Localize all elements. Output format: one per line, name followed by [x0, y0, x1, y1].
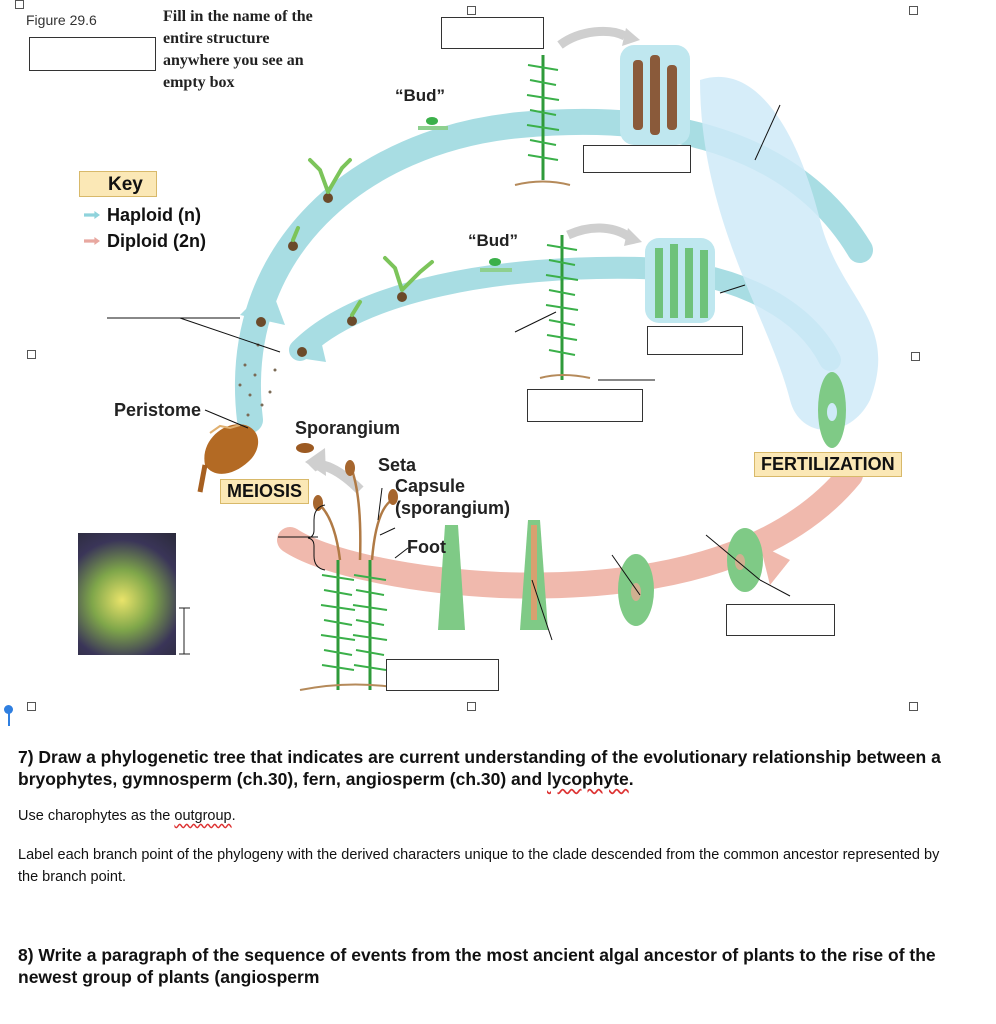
question-7-title: 7) Draw a phylogenetic tree that indicat… — [18, 746, 968, 790]
text-cursor-line — [8, 712, 10, 726]
capsule-sub-label: (sporangium) — [395, 498, 510, 518]
peristome-photo — [78, 533, 176, 655]
question-7-instruction: Label each branch point of the phylogeny… — [18, 847, 940, 885]
bud-label-top: “Bud” — [395, 86, 446, 105]
selection-handle[interactable] — [909, 6, 918, 15]
diploid-arrow-icon — [84, 237, 100, 245]
foot-label: Foot — [407, 537, 446, 557]
instruction-text: Fill in the name of the entire structure… — [163, 8, 313, 91]
scale-bar — [179, 607, 190, 655]
answer-box[interactable] — [29, 37, 156, 71]
seta-label: Seta — [378, 455, 417, 475]
answer-box[interactable] — [386, 659, 499, 691]
text-cursor-handle[interactable] — [4, 705, 13, 714]
key-haploid-row: Haploid (n) — [82, 205, 201, 226]
fertilization-label: FERTILIZATION — [754, 452, 902, 477]
selection-handle[interactable] — [27, 350, 36, 359]
question-7-text: 7) Draw a phylogenetic tree that indicat… — [18, 747, 941, 789]
peristome-label: Peristome — [114, 400, 202, 420]
outgroup-period: . — [231, 808, 236, 824]
key-diploid-row: Diploid (2n) — [82, 231, 206, 252]
answer-box[interactable] — [647, 326, 743, 355]
question-7-outgroup-line: Use charophytes as the outgroup. — [18, 805, 968, 827]
meiosis-label: MEIOSIS — [220, 479, 310, 504]
selection-handle[interactable] — [467, 6, 476, 15]
capsule-label: Capsule — [395, 476, 466, 496]
question-7-period: . — [628, 769, 634, 789]
question-8-title: 8) Write a paragraph of the sequence of … — [18, 945, 936, 987]
figure-label: Figure 29.6 — [26, 12, 97, 28]
answer-box[interactable] — [726, 604, 835, 636]
outgroup-text: Use charophytes as the — [18, 808, 175, 824]
key-haploid-label: Haploid (n) — [107, 205, 201, 225]
haploid-arrow-icon — [84, 211, 100, 219]
moss-life-cycle-diagram — [107, 26, 879, 691]
selection-handle[interactable] — [15, 0, 24, 9]
selection-handle[interactable] — [911, 352, 920, 361]
selection-handle[interactable] — [467, 702, 476, 711]
selection-handle[interactable] — [27, 702, 36, 711]
misspelled-word[interactable]: outgroup — [174, 808, 232, 824]
answer-box[interactable] — [441, 17, 544, 49]
misspelled-word[interactable]: lycophyte — [547, 769, 629, 789]
bud-label-middle: “Bud” — [468, 231, 519, 250]
answer-box[interactable] — [527, 389, 643, 422]
sporangium-label: Sporangium — [295, 418, 401, 438]
key-title: Key — [79, 171, 157, 197]
selection-handle[interactable] — [909, 702, 918, 711]
key-diploid-label: Diploid (2n) — [107, 231, 206, 251]
answer-box[interactable] — [583, 145, 691, 173]
